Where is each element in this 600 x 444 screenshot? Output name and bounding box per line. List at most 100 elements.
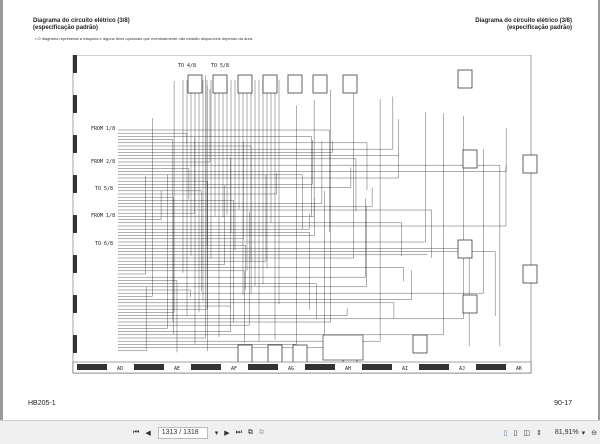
- wire: [118, 165, 501, 347]
- wire: [118, 232, 310, 310]
- wire: [118, 149, 484, 294]
- connector: [187, 74, 203, 94]
- wire: [118, 136, 312, 217]
- zoom-out-button[interactable]: ⊖: [591, 429, 597, 437]
- frame-marker: [73, 255, 77, 273]
- frame-marker: [73, 335, 77, 353]
- wire: [118, 81, 354, 259]
- connector-label: TO 4/8: [178, 63, 196, 69]
- column-marker: [476, 364, 506, 370]
- connector-label: TO 5/8: [95, 186, 113, 192]
- wire: [118, 113, 444, 335]
- title-right: Diagrama do circuito elétrico (3/8): [475, 18, 572, 24]
- single-page-view-icon[interactable]: ▯: [503, 429, 508, 437]
- wire: [118, 280, 178, 353]
- wire: [118, 174, 168, 329]
- connector: [267, 344, 283, 364]
- column-label: AJ: [459, 366, 465, 372]
- zoom-level[interactable]: 81,91%: [554, 429, 579, 436]
- wire: [118, 89, 211, 163]
- pdf-toolbar: ⏮ ◀ 1313 / 1318 ▾ ▶ ⏭ ⧉ ⧉ ▯ ▯ ◫ ⇕ 81,91%…: [0, 420, 600, 444]
- wire: [118, 307, 348, 316]
- paste-icon[interactable]: ⧉: [258, 428, 264, 436]
- prev-page-button[interactable]: ◀: [145, 429, 151, 437]
- wire: [118, 141, 244, 239]
- first-page-button[interactable]: ⏮: [133, 428, 140, 436]
- wire: [118, 111, 426, 243]
- wire: [118, 211, 250, 326]
- connector: [237, 74, 253, 94]
- connector-label: FROM 2/8: [91, 159, 115, 165]
- wire: [118, 198, 366, 278]
- column-marker: [362, 364, 392, 370]
- wire: [118, 191, 325, 348]
- wire: [118, 181, 208, 351]
- frame-marker: [73, 135, 77, 153]
- connector: [212, 74, 228, 94]
- footer-model: HB205-1: [28, 400, 56, 407]
- column-label: AD: [117, 366, 123, 372]
- connector: [457, 69, 473, 89]
- wire: [118, 153, 399, 179]
- frame-marker: [73, 295, 77, 313]
- fit-width-icon[interactable]: ⇕: [535, 429, 542, 437]
- two-page-view-icon[interactable]: ◫: [523, 429, 530, 437]
- column-label: AI: [402, 366, 408, 372]
- page-number-input[interactable]: 1313 / 1318: [157, 426, 208, 439]
- wire: [118, 142, 368, 191]
- wire: [118, 96, 394, 150]
- page-title-left: Diagrama do circuito elétrico (3/8) (esp…: [33, 18, 130, 32]
- frame-marker: [73, 95, 77, 113]
- page-dropdown-icon[interactable]: ▾: [214, 429, 219, 437]
- note: • O diagrama representa a máquina e algu…: [35, 36, 254, 41]
- connector: [262, 74, 278, 94]
- wire: [118, 267, 404, 282]
- wire: [118, 89, 331, 323]
- wire: [118, 105, 297, 345]
- connector-label: FROM 1/8: [91, 126, 115, 132]
- wire: [118, 175, 146, 275]
- zoom-dropdown-icon[interactable]: ▾: [581, 429, 586, 437]
- wire: [118, 115, 464, 319]
- wire: [118, 157, 231, 332]
- wire: [118, 119, 399, 156]
- wire: [118, 173, 277, 195]
- column-marker: [248, 364, 278, 370]
- wire: [118, 174, 303, 230]
- wire: [118, 118, 153, 297]
- wire: [118, 206, 367, 287]
- pdf-page: Diagrama do circuito elétrico (3/8) (esp…: [0, 0, 600, 420]
- connector: [462, 294, 478, 314]
- unit-box: [322, 334, 364, 361]
- wire: [118, 251, 496, 316]
- connector: [457, 239, 473, 259]
- page-title-right: Diagrama do circuito elétrico (3/8) (esp…: [475, 18, 572, 32]
- wire: [118, 165, 507, 227]
- wire: [118, 168, 190, 200]
- copy-icon[interactable]: ⧉: [247, 428, 253, 436]
- wire: [118, 213, 310, 230]
- wire: [118, 190, 202, 292]
- wire: [118, 198, 315, 236]
- connector-label: FROM 1/8: [91, 213, 115, 219]
- wire: [118, 270, 412, 300]
- wire: [118, 158, 357, 212]
- wire: [118, 167, 352, 188]
- connector: [292, 344, 308, 364]
- wire: [118, 187, 373, 207]
- connector: [522, 264, 538, 284]
- connector: [522, 154, 538, 174]
- column-marker: [419, 364, 449, 370]
- continuous-view-icon[interactable]: ▯: [513, 429, 518, 437]
- title-left: Diagrama do circuito elétrico (3/8): [33, 18, 130, 24]
- subtitle-right: (especificação padrão): [506, 25, 572, 31]
- next-page-button[interactable]: ▶: [224, 429, 230, 437]
- connector: [312, 74, 328, 94]
- wire: [118, 302, 395, 319]
- subtitle-left: (especificação padrão): [33, 25, 99, 31]
- last-page-button[interactable]: ⏭: [235, 428, 242, 436]
- wire: [118, 141, 323, 204]
- wire: [118, 129, 330, 233]
- column-marker: [77, 364, 107, 370]
- footer-page-number: 90-17: [554, 400, 572, 407]
